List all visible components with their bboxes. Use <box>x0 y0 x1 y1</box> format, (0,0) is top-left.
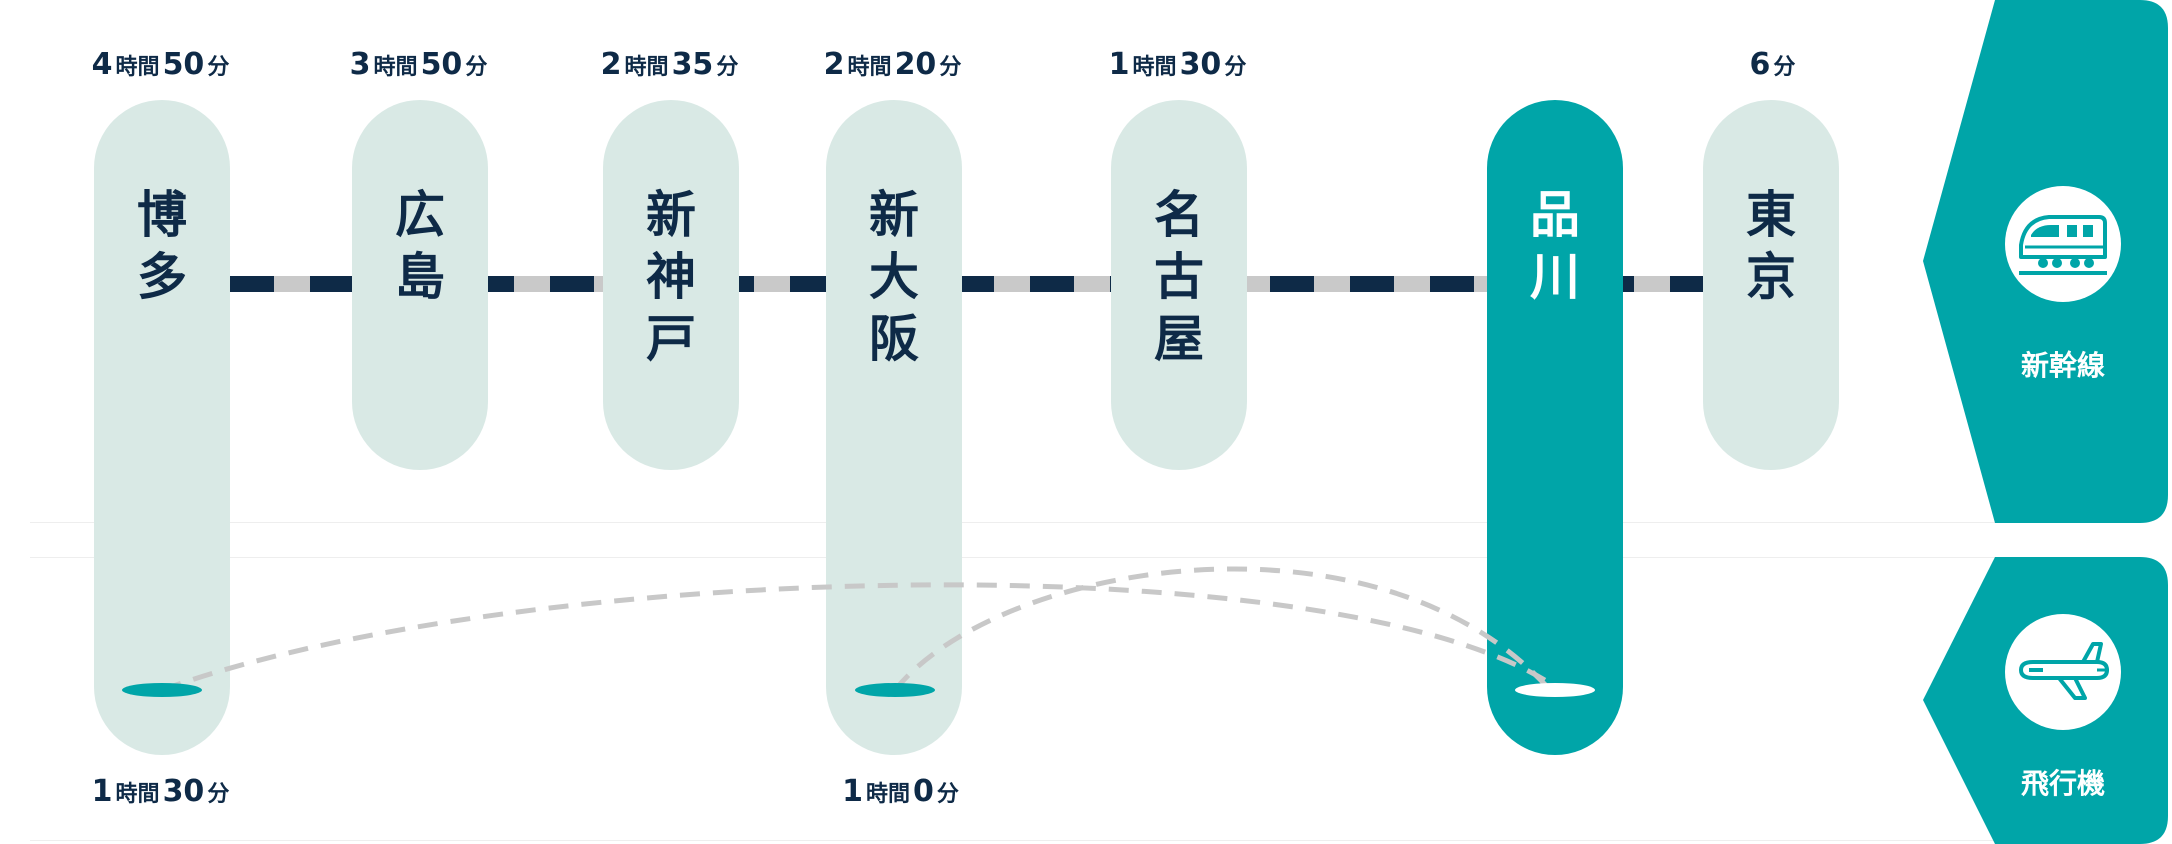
shinkansen-train-icon <box>2019 215 2107 275</box>
station-name-hakata: 博多 <box>137 186 187 306</box>
station-pill-hiroshima <box>352 100 488 470</box>
airport-marker-haneda <box>1515 683 1595 697</box>
station-name-shinosaka: 新大阪 <box>869 186 919 368</box>
bottom-divider <box>30 840 2020 841</box>
shinkansen-label: 新幹線 <box>2020 349 2105 382</box>
airport-marker-hakata <box>122 683 202 697</box>
section-divider <box>30 522 2020 523</box>
station-name-nagoya: 名古屋 <box>1154 186 1204 368</box>
airplane-label: 飛行機 <box>2020 767 2105 800</box>
station-pill-shinkobe <box>603 100 739 470</box>
section-divider <box>30 557 2020 558</box>
station-pill-shinosaka <box>826 100 962 755</box>
station-pill-shinagawa <box>1487 100 1623 755</box>
airport-marker-osaka <box>855 683 935 697</box>
station-pill-hakata <box>94 100 230 755</box>
station-name-hiroshima: 広島 <box>395 186 445 306</box>
station-pill-tokyo <box>1703 100 1839 470</box>
station-name-tokyo: 東京 <box>1746 186 1796 306</box>
station-name-shinagawa: 品川 <box>1530 186 1580 306</box>
airplane-icon <box>2018 642 2110 700</box>
station-name-shinkobe: 新神戸 <box>646 186 696 368</box>
station-pill-nagoya <box>1111 100 1247 470</box>
